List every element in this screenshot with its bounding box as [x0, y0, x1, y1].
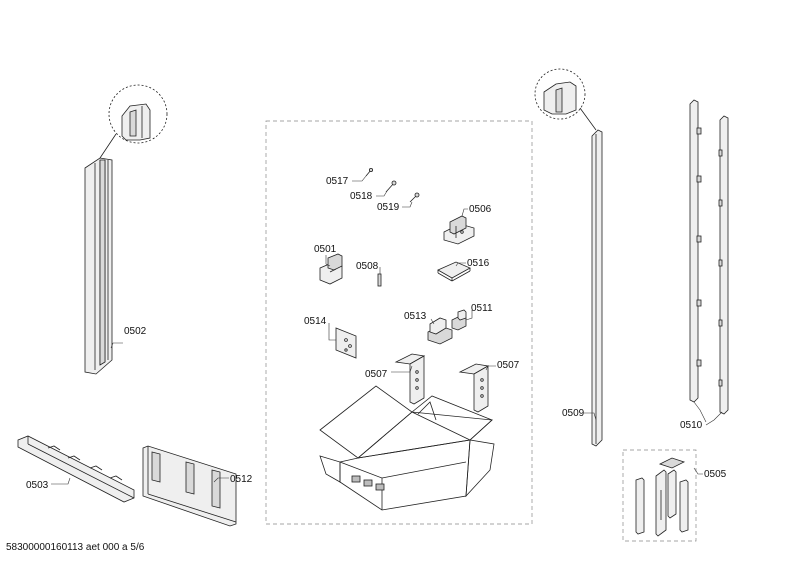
callout-0503: 0503: [26, 480, 49, 491]
part-0501-bracket: [319, 253, 343, 285]
callout-0516: 0516: [467, 258, 490, 269]
callout-0507-left: 0507: [365, 369, 388, 380]
part-0519-screw: [409, 192, 420, 203]
callout-0518: 0518: [350, 191, 373, 202]
part-0509-strip: [591, 129, 603, 447]
part-0516-plate: [437, 261, 471, 282]
document-id-footer: 58300000160113 aet 000 a 5/6: [6, 542, 145, 553]
callout-0508: 0508: [356, 261, 379, 272]
part-0506-bracket: [443, 215, 475, 245]
packaging-box: [319, 385, 495, 511]
part-0518-screw: [385, 180, 397, 193]
callout-0506: 0506: [469, 204, 492, 215]
detail-circle-0509: [534, 68, 597, 131]
callout-0512: 0512: [230, 474, 253, 485]
part-0505-hinge-set: [635, 457, 689, 537]
callout-labels: 0502 0503 0512 0517 0518 0519 0506 0501 …: [26, 176, 727, 491]
part-0511-bracket: [451, 309, 467, 331]
callout-0501: 0501: [314, 244, 337, 255]
part-0507-bracket-right: [458, 363, 490, 413]
kit-frame-0505: [622, 449, 697, 542]
part-0508-pin: [377, 273, 382, 287]
part-0513-block: [427, 317, 453, 345]
callout-0517: 0517: [326, 176, 349, 187]
part-0510-rail-right: [718, 115, 729, 415]
part-0517-screw: [365, 167, 373, 177]
part-0510-rail-left: [689, 99, 702, 403]
callout-0514: 0514: [304, 316, 327, 327]
part-0507-bracket-left: [394, 353, 426, 405]
callout-0513: 0513: [404, 311, 427, 322]
kit-frame: [265, 120, 533, 525]
leader-lines: [51, 175, 723, 485]
callout-0511: 0511: [471, 303, 493, 314]
part-0514-plate: [335, 327, 357, 359]
callout-0505: 0505: [704, 469, 727, 480]
callout-0507-right: 0507: [497, 360, 520, 371]
detail-circle-0502: [99, 84, 168, 159]
callout-0510: 0510: [680, 420, 703, 431]
callout-0509: 0509: [562, 408, 585, 419]
part-0502-profile: [84, 157, 113, 375]
part-0503-rail: [17, 435, 135, 503]
callout-0502: 0502: [124, 326, 147, 337]
part-0512-panel: [142, 445, 237, 527]
callout-0519: 0519: [377, 202, 400, 213]
